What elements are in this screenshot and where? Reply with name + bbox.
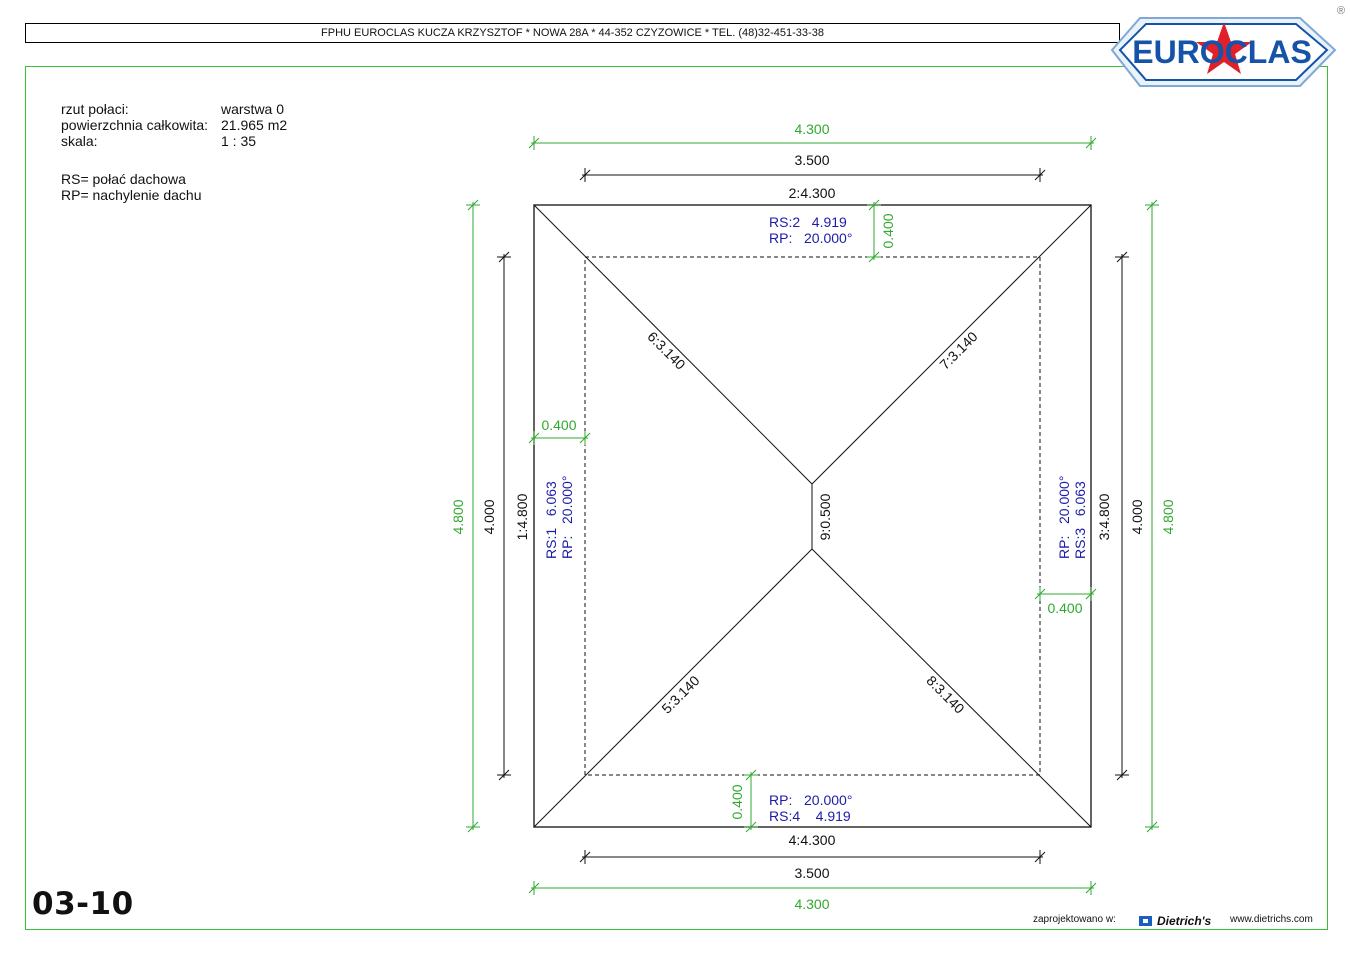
star-icon [1196,22,1252,74]
plane-left-rs: RS:1 6.063 [543,481,559,559]
info-row: rzut połaci: warstwa 0 [61,101,287,117]
info-value: warstwa 0 [221,101,285,117]
dim-overhang-left-label: 0.400 [541,417,576,433]
dim-bottom-outer [528,881,1097,895]
registered-mark: ® [1337,5,1346,17]
hip-tl-label: 6:3.140 [644,328,688,372]
drawing-code: 03-10 [32,886,134,922]
dietrichs-text: Dietrich's [1157,914,1212,928]
dim-overhang-bottom [744,769,758,833]
info-label: powierzchnia całkowita: [61,117,209,133]
drawing-frame [25,66,1328,930]
dim-right-inner-label: 4.000 [1129,499,1145,534]
dim-left-outer [466,199,480,833]
dim-left-inner [497,251,511,781]
dim-left-inner-label: 4.000 [481,499,497,534]
hip-line-tr [811,204,1092,485]
plane-right-rp: RP: 20.000° [1056,476,1072,559]
logo-text: EUROCLAS [1132,34,1312,70]
dim-overhang-top [867,199,881,263]
dim-overhang-right [1034,587,1097,601]
dim-top-outer [528,136,1097,150]
dim-overhang-bottom-label: 0.400 [729,784,745,819]
company-line: FPHU EUROCLAS KUCZA KRZYSZTOF * NOWA 28A… [321,27,824,39]
hip-line-tl [533,204,813,485]
hip-br-label: 8:3.140 [923,672,967,716]
dim-top-inner [579,168,1046,182]
euroclas-logo: EUROCLAS [1110,17,1337,87]
eave-outline [533,204,1092,828]
hip-line-bl [533,548,813,828]
dietrichs-brand: Dietrich's [1139,914,1212,928]
edge-left-label: 1:4.800 [514,493,530,540]
dim-right-outer-label: 4.800 [1160,499,1176,534]
hip-line-br [811,548,1092,828]
dim-right-inner [1115,251,1129,781]
info-row: skala: 1 : 35 [61,133,287,149]
info-value: 21.965 m2 [221,117,288,133]
dim-bottom-inner [579,850,1046,864]
edge-bottom-label: 4:4.300 [789,832,836,848]
dim-bottom-inner-label: 3.500 [794,865,829,881]
dim-top-outer-label: 4.300 [794,121,829,137]
wall-outline [584,256,1041,776]
info-label: skala: [61,133,98,149]
legend-block: RS= połać dachowa RP= nachylenie dachu [61,171,202,203]
plane-right-rs: RS:3 6.063 [1072,481,1088,559]
legend-rp: RP= nachylenie dachu [61,187,202,203]
dim-overhang-right-label: 0.400 [1047,600,1082,616]
footer-url: www.dietrichs.com [1230,914,1313,925]
footer-designed-with: zaprojektowano w: [1033,914,1116,925]
info-block: rzut połaci: warstwa 0 powierzchnia całk… [61,101,287,149]
legend-rs: RS= połać dachowa [61,171,186,187]
dim-bottom-outer-label: 4.300 [794,896,829,912]
dim-overhang-left [528,431,591,445]
plane-top-rp: RP: 20.000° [769,230,852,246]
dim-right-outer [1145,199,1159,833]
ridge-label: 9:0.500 [817,493,833,540]
company-header: FPHU EUROCLAS KUCZA KRZYSZTOF * NOWA 28A… [25,23,1120,43]
hip-tr-label: 7:3.140 [936,328,980,372]
plane-bottom-rp: RP: 20.000° [769,792,852,808]
info-value: 1 : 35 [221,133,257,149]
dim-top-inner-label: 3.500 [794,152,829,168]
plane-left-rp: RP: 20.000° [559,476,575,559]
edge-right-label: 3:4.800 [1096,493,1112,540]
plane-bottom-rs: RS:4 4.919 [769,808,851,824]
info-row: powierzchnia całkowita: 21.965 m2 [61,117,287,133]
hip-bl-label: 5:3.140 [658,672,702,716]
plane-top-rs: RS:2 4.919 [769,214,847,230]
edge-top-label: 2:4.300 [789,185,836,201]
dim-left-outer-label: 4.800 [450,499,466,534]
info-label: rzut połaci: [61,101,129,117]
dim-overhang-top-label: 0.400 [880,213,896,248]
